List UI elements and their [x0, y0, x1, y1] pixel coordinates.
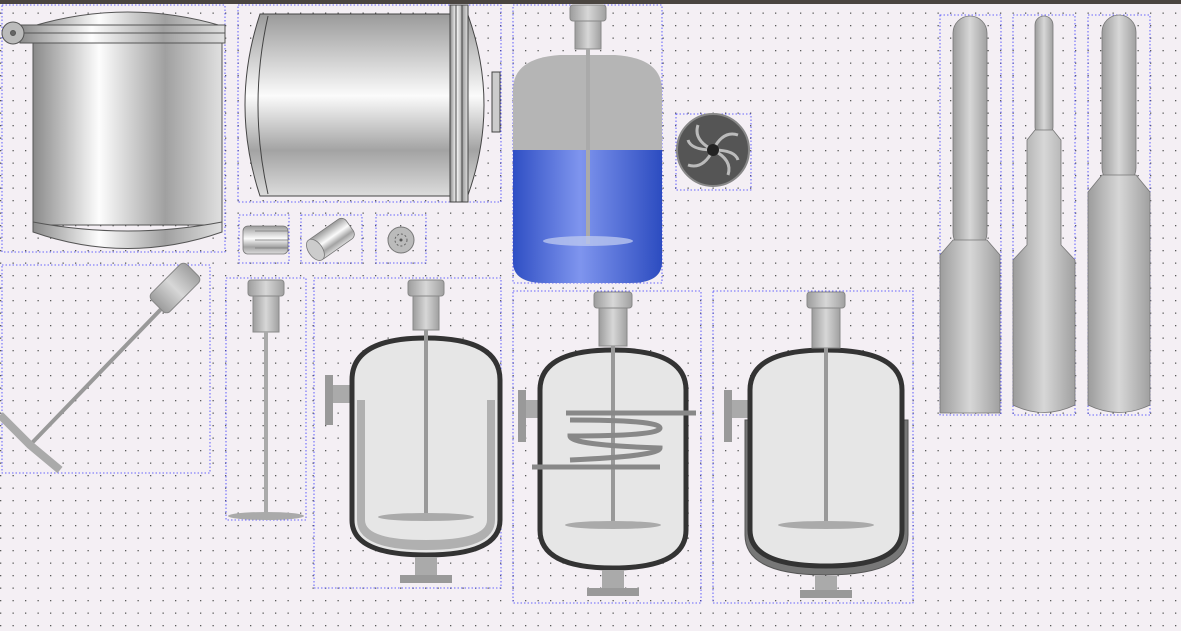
horizontal-tank-icon[interactable]	[244, 4, 501, 203]
fan-icon[interactable]	[676, 113, 750, 187]
agitated-reactor-icon[interactable]	[513, 4, 662, 283]
agitator-icon[interactable]	[0, 261, 202, 474]
motor-angled-icon[interactable]	[303, 216, 357, 264]
motor-icon[interactable]	[242, 225, 289, 255]
column-icon[interactable]	[1087, 14, 1151, 413]
agitator-icon[interactable]	[228, 279, 304, 520]
jacketed-reactor-icon[interactable]	[724, 291, 909, 598]
reactor-icon[interactable]	[325, 279, 503, 583]
window-top-border	[0, 0, 1181, 4]
reactor-coil-icon[interactable]	[518, 291, 696, 596]
column-icon[interactable]	[1012, 15, 1076, 413]
motor-end-icon[interactable]	[387, 226, 415, 254]
column-icon[interactable]	[939, 15, 1001, 414]
vertical-storage-tank-icon[interactable]	[1, 11, 226, 249]
